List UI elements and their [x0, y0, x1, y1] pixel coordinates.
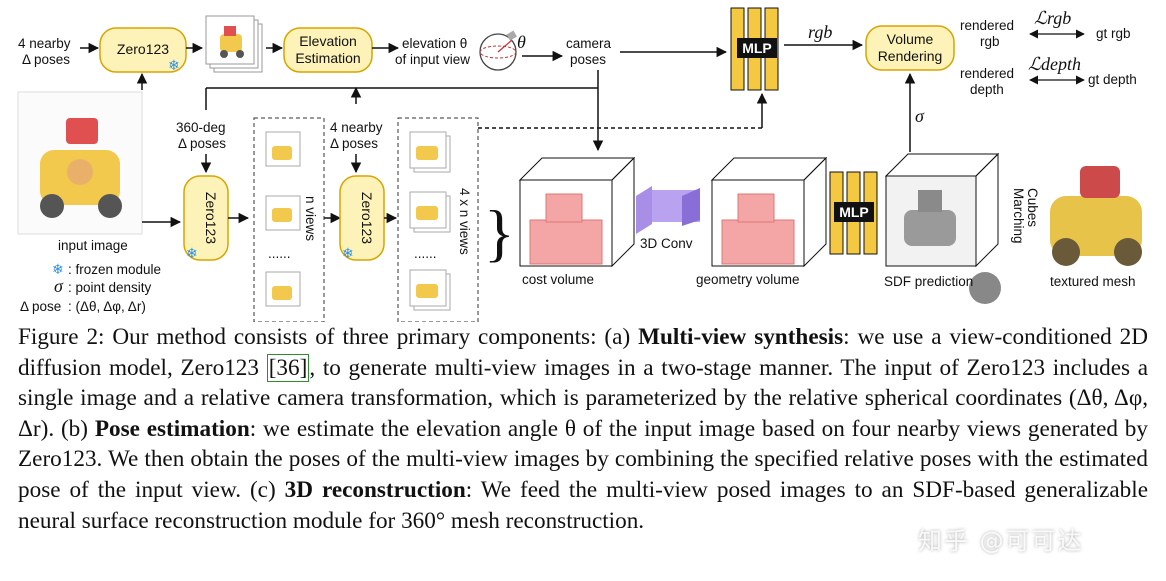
n-views-label: n views [303, 196, 318, 241]
zero123-stage1-module: Zero123 ❄ [183, 175, 229, 262]
figure-caption: Figure 2: Our method consists of three p… [18, 322, 1148, 536]
legend-pose-key: Δ pose [20, 299, 61, 314]
marching-cubes-line1: Marching [1011, 188, 1026, 244]
legend-pose-val: : (Δθ, Δφ, Δr) [68, 299, 146, 314]
snowflake-icon-stage2: ❄ [342, 246, 354, 262]
sphere-icon: θ [479, 30, 526, 71]
zero123-top-label: Zero123 [117, 41, 169, 57]
top-delta-poses-line2: Δ poses [22, 52, 70, 67]
loss-depth: ℒdepth [1028, 54, 1081, 74]
mlp-top-block: MLP [730, 7, 779, 91]
volume-rendering-line2: Rendering [878, 48, 943, 64]
caption-text-2: : we use a view-conditioned 2D diffusion… [18, 324, 1148, 381]
geometry-volume-label: geometry volume [696, 272, 800, 287]
camera-icon [969, 272, 1001, 304]
caption-bold-3d: 3D reconstruction [284, 476, 466, 503]
cost-volume-cube [518, 156, 636, 268]
pose-4nearby-line2: Δ poses [330, 136, 378, 151]
mlp-top-label: MLP [742, 40, 772, 56]
legend-snowflake-icon: ❄ [52, 262, 64, 278]
rendered-rgb-line2: rgb [980, 34, 1000, 49]
watermark: 知乎 @可可达 [918, 527, 1084, 555]
mlp-mid-block: MLP [829, 171, 878, 255]
cost-volume-label: cost volume [522, 272, 594, 287]
sigma-label: σ [915, 106, 925, 126]
rendered-depth-line1: rendered [960, 66, 1014, 81]
gt-depth: gt depth [1088, 72, 1137, 87]
zero123-stage2-module: Zero123 ❄ [339, 175, 385, 262]
caption-bold-pose: Pose estimation [94, 415, 250, 442]
volume-rendering-module: Volume Rendering [865, 25, 955, 71]
pose-4nearby-line1: 4 nearby [330, 120, 383, 135]
elevation-estimation-line1: Elevation [299, 33, 357, 49]
camera-poses-line2: poses [570, 52, 606, 67]
camera-poses-line1: camera [566, 36, 612, 51]
zero123-top-module: Zero123 ❄ [99, 27, 187, 74]
elevation-estimation-module: Elevation Estimation [283, 27, 373, 73]
conv3d-label: 3D Conv [640, 236, 693, 251]
geometry-volume-cube [710, 156, 828, 268]
pose-360-line2: Δ poses [178, 136, 226, 151]
n-views-dots: ...... [268, 246, 291, 261]
n-views-box [253, 117, 325, 322]
elevation-of-input-line2: of input view [395, 52, 470, 67]
mlp-mid-label: MLP [839, 204, 869, 220]
generated-views-stack-top [205, 15, 263, 73]
four-n-views-dots: ...... [414, 246, 437, 261]
loss-rgb: ℒrgb [1034, 8, 1071, 28]
elevation-estimation-line2: Estimation [295, 50, 360, 66]
caption-bold-multiview: Multi-view synthesis [638, 324, 844, 350]
textured-mesh-image [1050, 166, 1142, 266]
rendered-depth-line2: depth [970, 82, 1004, 97]
snowflake-icon-stage1: ❄ [186, 246, 198, 262]
snowflake-icon: ❄ [168, 58, 180, 74]
marching-cubes-line2: Cubes [1025, 188, 1040, 227]
zero123-stage1-label: Zero123 [203, 192, 219, 244]
caption-text-4: : we estimate the elevation angle θ of t… [18, 415, 1148, 503]
sdf-prediction-cube [884, 152, 1001, 304]
citation-link-36[interactable]: [36] [266, 353, 310, 382]
sdf-prediction-label: SDF prediction [884, 274, 973, 289]
caption-text-1: Figure 2: Our method consists of three p… [18, 324, 639, 350]
pose-360-line1: 360-deg [176, 120, 226, 135]
gt-rgb: gt rgb [1096, 26, 1131, 41]
textured-mesh-label: textured mesh [1050, 274, 1136, 289]
rgb-label: rgb [808, 22, 832, 42]
brace-icon: } [484, 197, 515, 268]
caption-text-5: : We feed the multi-view posed images to… [18, 476, 1148, 534]
four-n-views-box [397, 117, 479, 322]
caption-text-3: , to generate multi-view images in a two… [18, 354, 1148, 442]
theta-symbol: θ [517, 32, 526, 52]
legend-sigma: σ [54, 276, 64, 296]
elevation-of-input-line1: elevation θ [402, 36, 467, 51]
rendered-rgb-line1: rendered [960, 18, 1014, 33]
volume-rendering-line1: Volume [887, 31, 934, 47]
input-image-label: input image [58, 238, 128, 253]
input-image [17, 91, 143, 235]
zero123-stage2-label: Zero123 [359, 192, 375, 244]
top-delta-poses-line1: 4 nearby [18, 36, 71, 51]
method-figure: 4 nearby Δ poses Zero123 ❄ Elevation Est… [17, 7, 1142, 322]
legend-density: : point density [68, 280, 152, 295]
four-n-views-label: 4 x n views [457, 188, 472, 255]
legend-frozen: : frozen module [68, 262, 161, 277]
conv3d-block [636, 186, 700, 234]
